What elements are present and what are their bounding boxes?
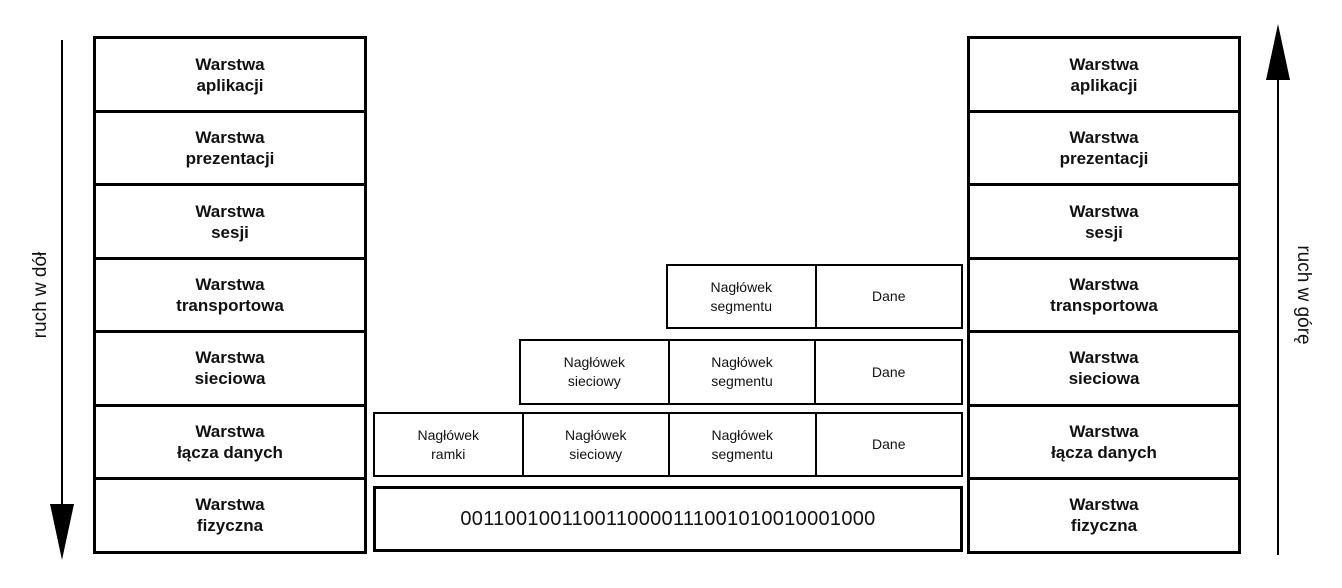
- data-cell: Dane: [814, 414, 962, 475]
- data-cell: Dane: [814, 266, 962, 327]
- down-arrow-label: ruch w dół: [30, 251, 51, 339]
- up-arrow-label: ruch w górę: [1293, 245, 1314, 345]
- down-arrow-head: [50, 504, 74, 560]
- physical-bitstream: 0011001001100110000111001010010001000: [373, 486, 963, 552]
- up-arrow-head: [1266, 24, 1290, 80]
- data-cell: Dane: [814, 341, 961, 403]
